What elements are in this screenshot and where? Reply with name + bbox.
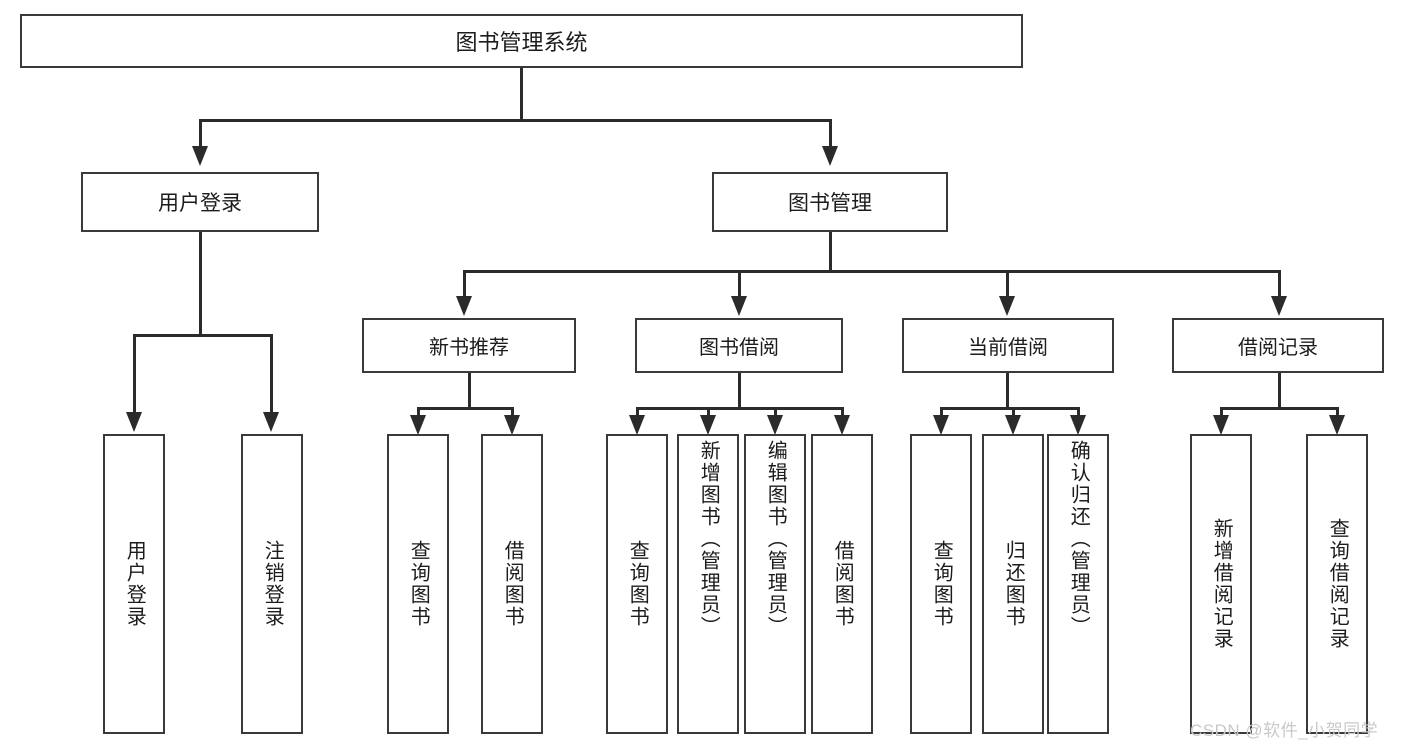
connector-user-login-bar [133, 334, 272, 337]
connector-bookmgmt-to-borrow-record [1278, 270, 1281, 298]
connector-borrowrecord-to-leaf1 [1220, 407, 1223, 419]
arrow-root-to-user-login [192, 146, 208, 166]
node-label: 图书借阅 [699, 337, 779, 359]
leaf-label: 用户登录 [123, 540, 146, 628]
connector-bookmgmt-to-current-borrow [1006, 270, 1009, 298]
leaf-label: 编辑图书（管理员） [764, 440, 787, 638]
node-label: 用户登录 [158, 192, 242, 215]
connector-book-mgmt-bar [463, 270, 1278, 273]
leaf-label: 新增借阅记录 [1210, 518, 1233, 650]
arrow-bookmgmt-to-book-borrow [731, 296, 747, 316]
node-root-system[interactable]: 图书管理系统 [20, 14, 1023, 68]
leaf-label: 查询图书 [407, 540, 430, 628]
leaf-label: 新增图书（管理员） [697, 440, 720, 638]
node-label: 新书推荐 [429, 337, 509, 359]
leaf-label: 确认归还（管理员） [1067, 440, 1090, 638]
connector-bookborrow-stem [738, 373, 741, 409]
arrow-newbook-to-leaf2 [504, 415, 520, 435]
arrow-currentborrow-to-leaf1 [933, 415, 949, 435]
connector-borrowrecord-to-leaf2 [1336, 407, 1339, 419]
node-label: 图书管理系统 [455, 30, 588, 55]
arrow-root-to-book-mgmt [822, 146, 838, 166]
connector-user-login-to-leaf2 [270, 334, 273, 414]
leaf-label: 借阅图书 [501, 540, 524, 628]
connector-root-stem [520, 68, 523, 120]
arrow-user-login-to-leaf2 [263, 412, 279, 432]
leaf-bookborrow-add-book-admin[interactable]: 新增图书（管理员） [677, 434, 739, 734]
connector-bookmgmt-to-book-borrow [738, 270, 741, 298]
connector-user-login-to-leaf1 [133, 334, 136, 414]
leaf-currentborrow-return-book[interactable]: 归还图书 [982, 434, 1044, 734]
leaf-label: 归还图书 [1002, 540, 1025, 628]
node-label: 图书管理 [788, 192, 872, 215]
connector-currentborrow-to-leaf3 [1077, 407, 1080, 419]
node-new-book-recommend[interactable]: 新书推荐 [362, 318, 576, 373]
leaf-label: 借阅图书 [831, 540, 854, 628]
connector-newbook-to-leaf2 [511, 407, 514, 419]
arrow-user-login-to-leaf1 [126, 412, 142, 432]
node-current-borrow[interactable]: 当前借阅 [902, 318, 1114, 373]
connector-bookmgmt-to-new-book [463, 270, 466, 298]
node-borrow-record[interactable]: 借阅记录 [1172, 318, 1384, 373]
arrow-bookborrow-to-leaf4 [834, 415, 850, 435]
connector-bookborrow-to-leaf2 [707, 407, 710, 419]
leaf-currentborrow-query-book[interactable]: 查询图书 [910, 434, 972, 734]
connector-bookborrow-bar [636, 407, 843, 410]
leaf-bookborrow-query-book[interactable]: 查询图书 [606, 434, 668, 734]
connector-borrowrecord-bar [1220, 407, 1338, 410]
arrow-bookborrow-to-leaf1 [629, 415, 645, 435]
leaf-user-login[interactable]: 用户登录 [103, 434, 165, 734]
connector-root-to-book-mgmt [829, 119, 832, 149]
leaf-borrowrecord-add-record[interactable]: 新增借阅记录 [1190, 434, 1252, 734]
connector-newbook-stem [468, 373, 471, 409]
connector-root-to-user-login [199, 119, 202, 149]
arrow-bookmgmt-to-current-borrow [999, 296, 1015, 316]
connector-bookborrow-to-leaf1 [636, 407, 639, 419]
node-label: 当前借阅 [968, 337, 1048, 359]
connector-user-login-stem [199, 232, 202, 336]
leaf-label: 查询图书 [626, 540, 649, 628]
arrow-borrowrecord-to-leaf2 [1329, 415, 1345, 435]
leaf-newbook-query-book[interactable]: 查询图书 [387, 434, 449, 734]
arrow-bookborrow-to-leaf3 [767, 415, 783, 435]
node-user-login[interactable]: 用户登录 [81, 172, 319, 232]
connector-currentborrow-to-leaf2 [1012, 407, 1015, 419]
arrow-bookmgmt-to-new-book [456, 296, 472, 316]
leaf-newbook-borrow-book[interactable]: 借阅图书 [481, 434, 543, 734]
connector-borrowrecord-stem [1278, 373, 1281, 409]
leaf-label: 查询图书 [930, 540, 953, 628]
connector-currentborrow-stem [1006, 373, 1009, 409]
connector-bookborrow-to-leaf3 [774, 407, 777, 419]
node-book-management[interactable]: 图书管理 [712, 172, 948, 232]
leaf-label: 注销登录 [261, 540, 284, 628]
leaf-bookborrow-edit-book-admin[interactable]: 编辑图书（管理员） [744, 434, 806, 734]
arrow-bookborrow-to-leaf2 [700, 415, 716, 435]
leaf-bookborrow-borrow-book[interactable]: 借阅图书 [811, 434, 873, 734]
leaf-user-logout[interactable]: 注销登录 [241, 434, 303, 734]
csdn-watermark: CSDN @软件_小贺同学 [1190, 721, 1379, 740]
arrow-currentborrow-to-leaf3 [1070, 415, 1086, 435]
leaf-borrowrecord-query-record[interactable]: 查询借阅记录 [1306, 434, 1368, 734]
connector-bookborrow-to-leaf4 [841, 407, 844, 419]
leaf-currentborrow-confirm-return-admin[interactable]: 确认归还（管理员） [1047, 434, 1109, 734]
node-label: 借阅记录 [1238, 337, 1318, 359]
connector-newbook-to-leaf1 [417, 407, 420, 419]
node-book-borrow[interactable]: 图书借阅 [635, 318, 843, 373]
connector-newbook-bar [417, 407, 513, 410]
connector-currentborrow-to-leaf1 [940, 407, 943, 419]
arrow-bookmgmt-to-borrow-record [1271, 296, 1287, 316]
arrow-currentborrow-to-leaf2 [1005, 415, 1021, 435]
arrow-newbook-to-leaf1 [410, 415, 426, 435]
connector-root-bar [199, 119, 831, 122]
leaf-label: 查询借阅记录 [1326, 518, 1349, 650]
connector-book-mgmt-stem [829, 232, 832, 272]
connector-currentborrow-bar [940, 407, 1079, 410]
arrow-borrowrecord-to-leaf1 [1213, 415, 1229, 435]
